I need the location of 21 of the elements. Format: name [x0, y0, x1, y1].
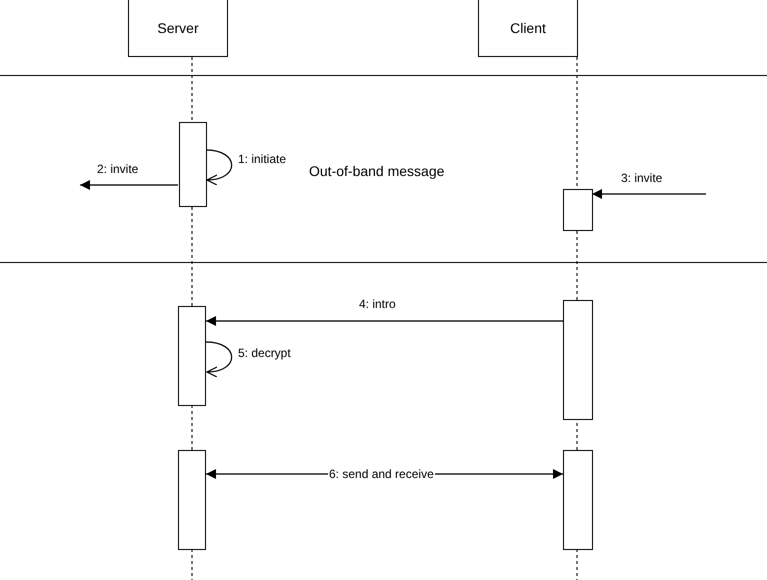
message-label: 2: invite: [96, 162, 140, 176]
message-label: 5: decrypt: [237, 346, 292, 360]
activation-bar: [563, 189, 593, 231]
message-label: 3: invite: [620, 171, 664, 185]
message-label: 6: send and receive: [328, 467, 435, 481]
lifeline-header-box: Server: [128, 0, 228, 57]
activation-bar: [178, 450, 206, 550]
activation-bar: [563, 450, 593, 550]
message-label: 1: initiate: [237, 152, 288, 166]
message-arrow: [80, 180, 178, 190]
message-label: 4: intro: [358, 297, 397, 311]
message-arrow: [592, 189, 706, 199]
activation-bar: [563, 300, 593, 420]
message-arrow: [206, 341, 232, 377]
frame-title: Out-of-band message: [309, 163, 444, 179]
activation-bar: [179, 122, 207, 207]
lifeline-header-box: Client: [478, 0, 578, 57]
message-arrow: [206, 149, 232, 185]
frame-box: [0, 75, 767, 263]
message-arrow: [206, 316, 563, 326]
activation-bar: [178, 306, 206, 406]
